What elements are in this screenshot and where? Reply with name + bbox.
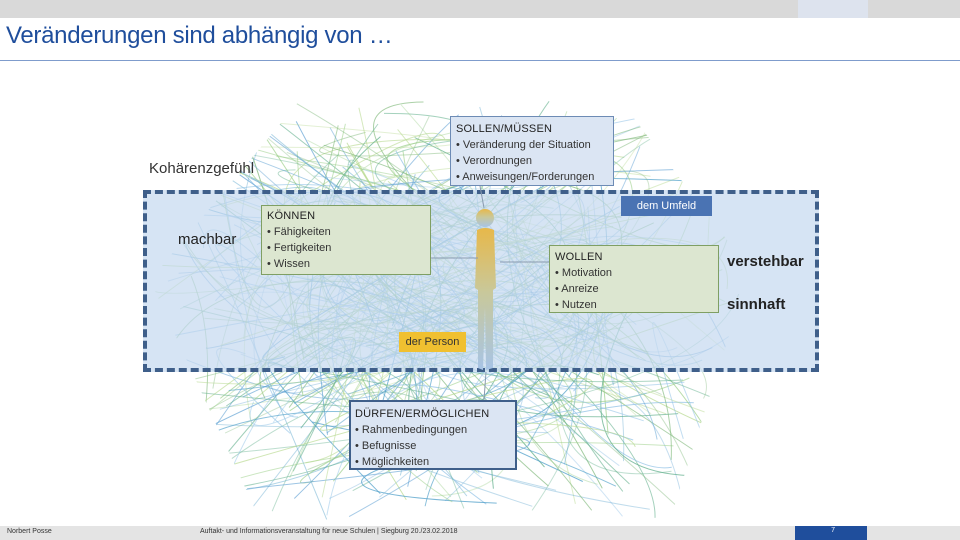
label-umfeld: dem Umfeld bbox=[621, 196, 712, 216]
box-sollen-muessen: SOLLEN/MÜSSEN • Veränderung der Situatio… bbox=[450, 116, 614, 186]
box-duerfen-ermoeglichen: DÜRFEN/ERMÖGLICHEN • Rahmenbedingungen •… bbox=[349, 400, 517, 470]
scribble-stroke bbox=[326, 372, 575, 516]
box-item: • Anreize bbox=[555, 283, 599, 295]
box-item: • Veränderung der Situation bbox=[456, 139, 591, 151]
box-item: • Anweisungen/Forderungen bbox=[456, 171, 595, 183]
scribble-stroke bbox=[494, 421, 636, 448]
person-silhouette-icon bbox=[475, 209, 496, 370]
label-person: der Person bbox=[399, 332, 466, 352]
box-item: • Befugnisse bbox=[355, 440, 417, 452]
box-item: • Nutzen bbox=[555, 299, 597, 311]
box-heading: DÜRFEN/ERMÖGLICHEN bbox=[355, 408, 490, 420]
scribble-stroke bbox=[150, 377, 593, 490]
label-machbar: machbar bbox=[178, 231, 237, 248]
top-bar-accent bbox=[798, 0, 868, 18]
coherence-title: Kohärenzgefühl bbox=[149, 160, 255, 177]
box-item: • Möglichkeiten bbox=[355, 456, 430, 468]
box-item: • Motivation bbox=[555, 267, 613, 279]
footer-bar bbox=[0, 526, 960, 540]
box-item: • Fähigkeiten bbox=[267, 226, 331, 238]
box-item: • Rahmenbedingungen bbox=[355, 424, 468, 436]
page-number: 7 bbox=[831, 527, 835, 534]
footer-page-box bbox=[795, 526, 867, 540]
box-koennen: KÖNNEN • Fähigkeiten • Fertigkeiten • Wi… bbox=[261, 205, 431, 275]
footer-event: Auftakt- und Informationsveranstaltung f… bbox=[200, 528, 458, 535]
label-sinnhaft: sinnhaft bbox=[727, 296, 786, 313]
scribble-stroke bbox=[346, 142, 373, 189]
title-underline bbox=[0, 60, 960, 61]
footer-author: Norbert Posse bbox=[7, 528, 52, 535]
slide-title: Veränderungen sind abhängig von … bbox=[6, 22, 393, 49]
box-heading: KÖNNEN bbox=[267, 210, 316, 222]
scribble-stroke bbox=[307, 139, 396, 178]
box-wollen: WOLLEN • Motivation • Anreize • Nutzen bbox=[549, 245, 719, 313]
box-heading: SOLLEN/MÜSSEN bbox=[456, 123, 553, 135]
box-item: • Verordnungen bbox=[456, 155, 533, 167]
box-item: • Wissen bbox=[267, 258, 310, 270]
top-bar bbox=[0, 0, 960, 18]
label-verstehbar: verstehbar bbox=[727, 253, 804, 270]
box-item: • Fertigkeiten bbox=[267, 242, 332, 254]
box-heading: WOLLEN bbox=[555, 251, 603, 263]
